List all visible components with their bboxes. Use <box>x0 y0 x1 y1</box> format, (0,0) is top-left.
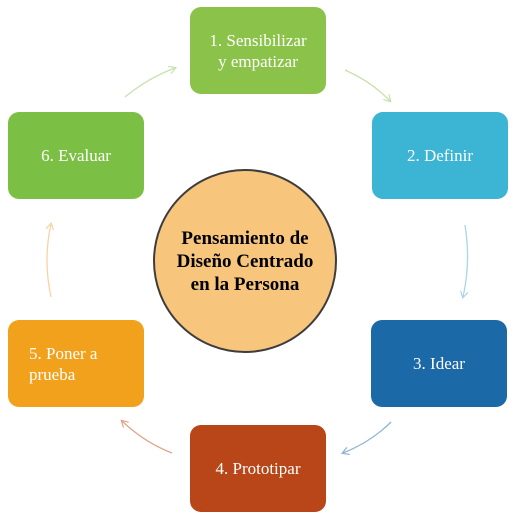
step-4-label: 4. Prototipar <box>215 459 301 478</box>
arrow-5-to-6 <box>47 224 51 298</box>
step-3-idear: 3. Idear <box>371 320 507 407</box>
arrow-2-to-3 <box>463 224 468 297</box>
step-2-label: 2. Definir <box>406 146 474 165</box>
step-1-label-line1: 1. Sensibilizar <box>209 30 307 50</box>
center-concept-circle: Pensamiento de Diseño Centrado en la Per… <box>153 169 337 353</box>
step-3-label: 3. Idear <box>413 354 465 373</box>
arrow-4-to-5 <box>122 421 173 454</box>
step-5-poner-a-prueba: 5. Poner a prueba <box>8 320 144 407</box>
step-6-evaluar: 6. Evaluar <box>8 112 144 199</box>
center-title: Pensamiento de Diseño Centrado en la Per… <box>176 227 314 295</box>
step-1-label-line2: y empatizar <box>218 51 298 71</box>
step-6-label: 6. Evaluar <box>41 146 111 165</box>
step-5-label-line2: prueba <box>29 364 76 384</box>
step-2-definir: 2. Definir <box>372 112 508 199</box>
arrow-1-to-2 <box>344 69 390 101</box>
step-5-label-line1: 5. Poner a <box>29 343 98 363</box>
arrow-3-to-4 <box>343 421 392 453</box>
step-1-sensibilizar: 1. Sensibilizar y empatizar <box>190 7 326 94</box>
arrow-6-to-1 <box>124 68 175 98</box>
step-4-prototipar: 4. Prototipar <box>190 425 326 512</box>
